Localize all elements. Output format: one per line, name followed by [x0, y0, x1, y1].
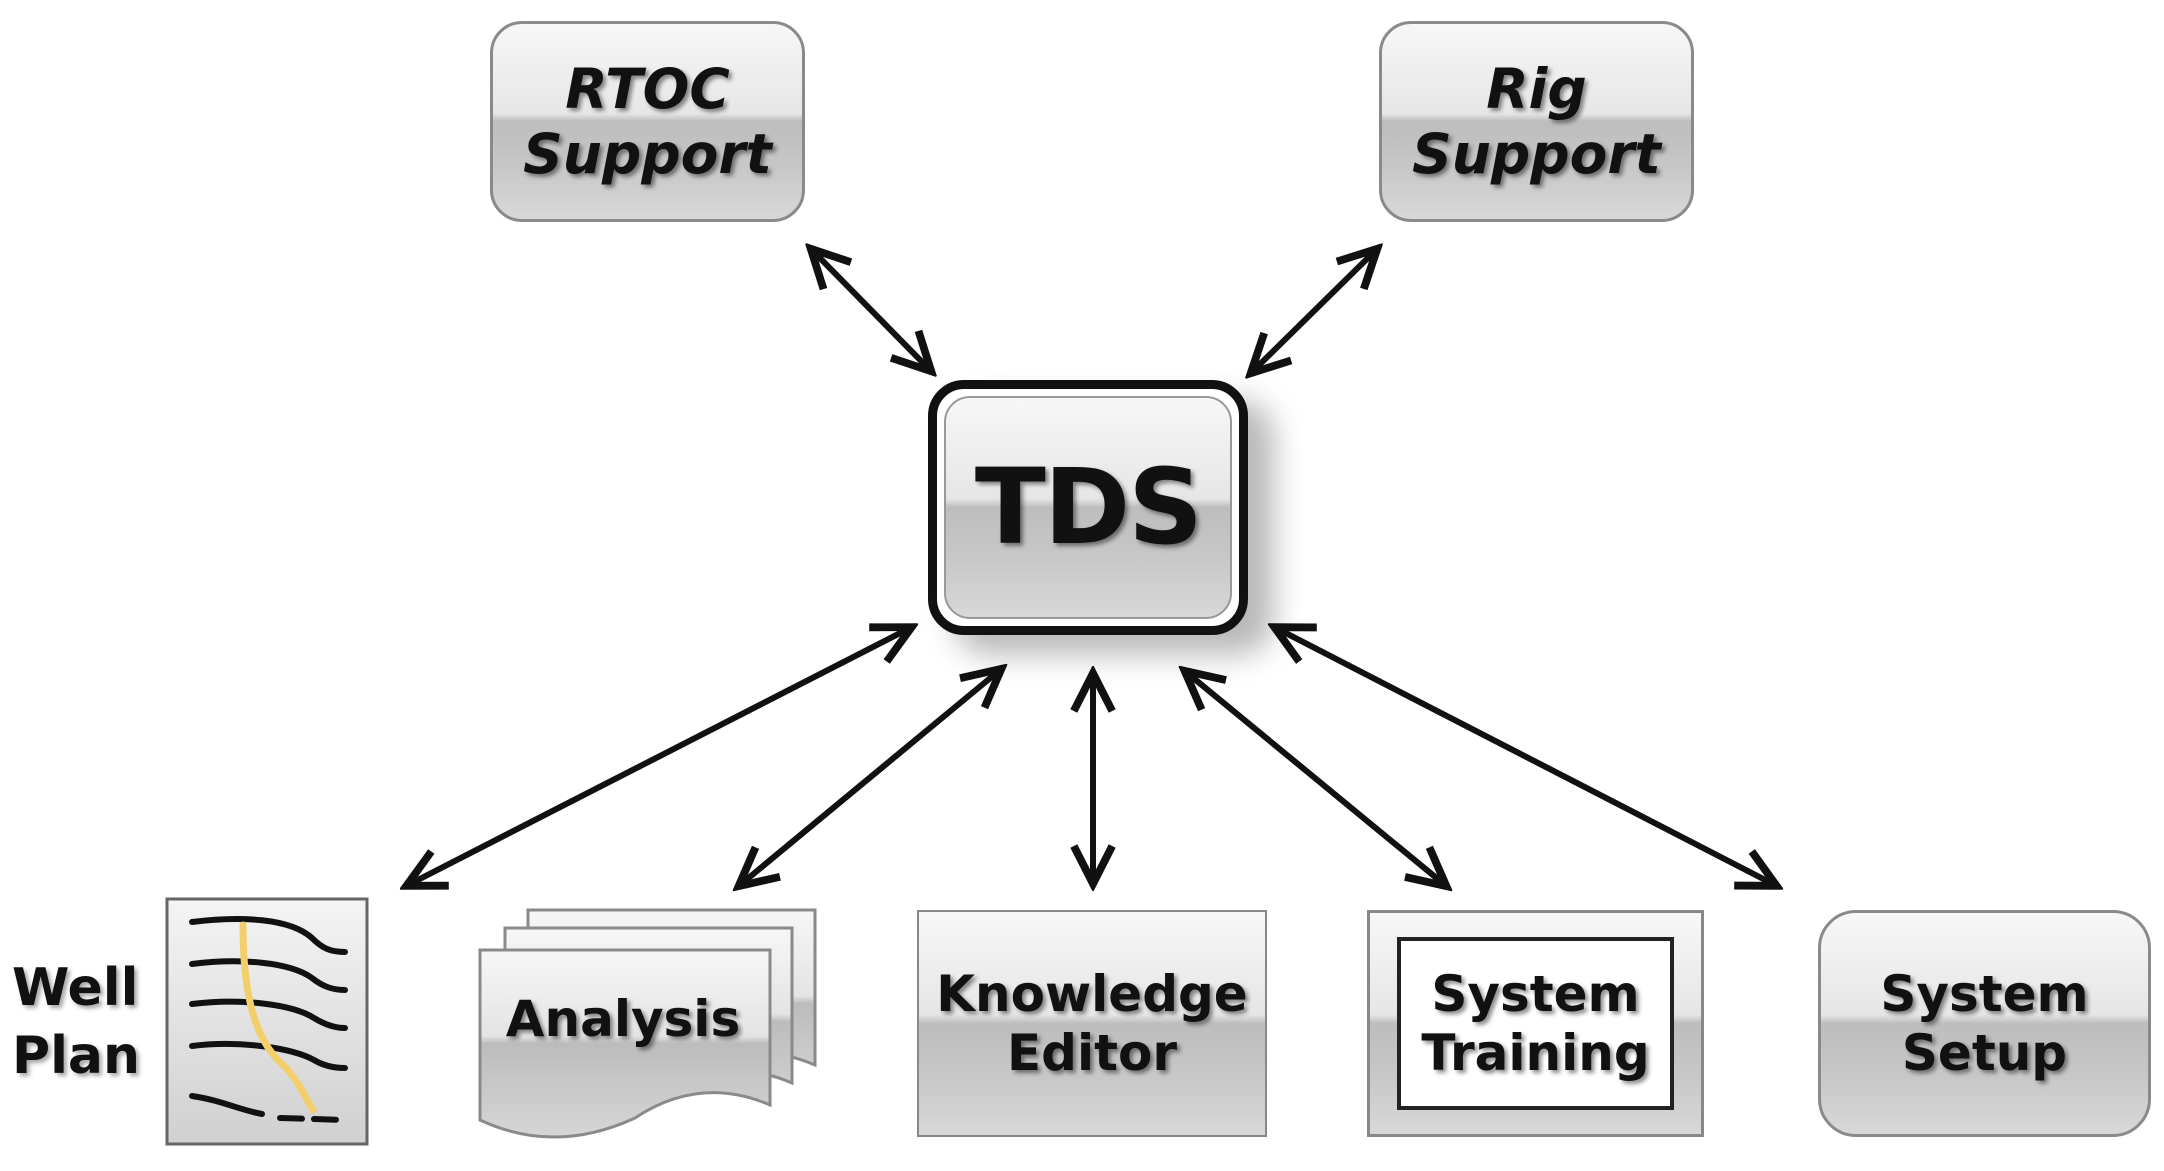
- system-setup-box[interactable]: System Setup: [1818, 910, 2151, 1137]
- rtoc-support-label: RTOC Support: [523, 56, 772, 186]
- analysis-label: Analysis: [505, 990, 741, 1048]
- arrow-tds-setup: [1276, 628, 1775, 885]
- arrow-tds-wellplan: [408, 628, 910, 885]
- tds-label: TDS: [974, 446, 1203, 569]
- arrow-tds-training: [1186, 672, 1445, 885]
- rig-support-label: Rig Support: [1412, 56, 1661, 186]
- arrow-rtoc-tds: [812, 250, 930, 370]
- arrow-tds-analysis: [740, 670, 1000, 885]
- system-training-box[interactable]: System Training: [1367, 910, 1704, 1137]
- stacked-documents-icon: [478, 908, 817, 1139]
- rig-support-box[interactable]: Rig Support: [1379, 21, 1694, 222]
- well-plan-log-icon: [165, 897, 369, 1146]
- knowledge-editor-label: Knowledge Editor: [936, 964, 1248, 1082]
- system-training-inner-frame: System Training: [1397, 937, 1674, 1110]
- rtoc-support-box[interactable]: RTOC Support: [490, 21, 805, 222]
- well-plan-label: Well Plan: [12, 958, 141, 1086]
- system-training-label: System Training: [1421, 964, 1650, 1082]
- knowledge-editor-box[interactable]: Knowledge Editor: [917, 910, 1267, 1137]
- arrow-rig-tds: [1252, 250, 1376, 372]
- tds-inner-panel: TDS: [944, 396, 1232, 619]
- tds-box[interactable]: TDS: [928, 380, 1248, 635]
- system-setup-label: System Setup: [1880, 964, 2089, 1082]
